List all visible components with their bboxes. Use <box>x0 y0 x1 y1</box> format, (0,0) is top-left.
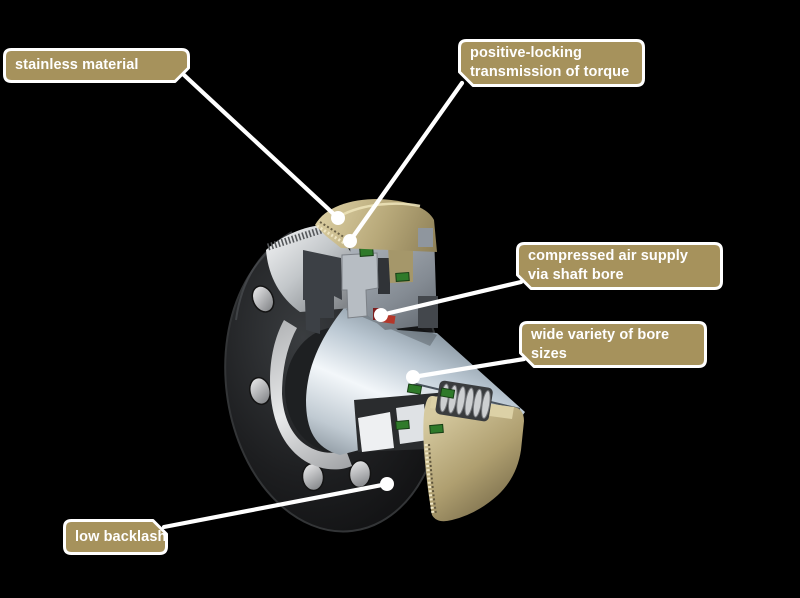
leader-dot-low-backlash <box>380 477 394 491</box>
leader-lines <box>161 72 527 530</box>
callout-text: via shaft bore <box>528 267 624 283</box>
callout-text: low backlash <box>75 528 167 545</box>
leader-dot-bore-sizes <box>406 370 420 384</box>
seal-rings-top <box>359 246 410 282</box>
cut-step <box>396 404 428 444</box>
callout-box <box>3 48 190 83</box>
leader-line-low-backlash <box>161 481 390 530</box>
callout-box <box>63 519 168 555</box>
bottom-assembly <box>354 380 524 522</box>
callout-box <box>519 321 707 368</box>
callout-text: positive-locking <box>470 45 582 61</box>
counterbore-ring <box>270 320 352 470</box>
callout-text: transmission of torque <box>470 64 630 80</box>
knurl-edge <box>424 443 435 515</box>
callout-stainless-material: stainless material <box>3 48 190 83</box>
leader-line-compressed-air <box>378 279 524 318</box>
leader-dot-compressed-air <box>374 308 388 322</box>
callout-text: sizes <box>531 346 567 362</box>
callout-box <box>458 39 645 87</box>
leader-dot-positive-locking <box>343 234 357 248</box>
piston-block <box>341 252 379 319</box>
callout-text: compressed air supply <box>528 248 689 264</box>
callout-box <box>516 242 723 290</box>
callout-positive-locking: positive-locking transmission of torque <box>458 39 645 87</box>
leader-line-bore-sizes <box>410 356 527 380</box>
cut-step <box>358 412 394 452</box>
hub-cut-face <box>303 250 342 334</box>
callout-low-backlash: low backlash <box>63 519 168 555</box>
leader-line-stainless-material <box>181 72 341 221</box>
clamping-ring-bottom <box>423 396 524 522</box>
callout-compressed-air: compressed air supply via shaft bore <box>516 242 723 290</box>
seal-rings-bottom <box>395 383 456 435</box>
callout-bore-sizes: wide variety of bore sizes <box>519 321 707 368</box>
callout-text: wide variety of bore <box>531 327 670 343</box>
leader-line-positive-locking <box>347 80 465 244</box>
callout-text: stainless material <box>15 57 139 73</box>
leader-dot-stainless-material <box>331 211 345 225</box>
